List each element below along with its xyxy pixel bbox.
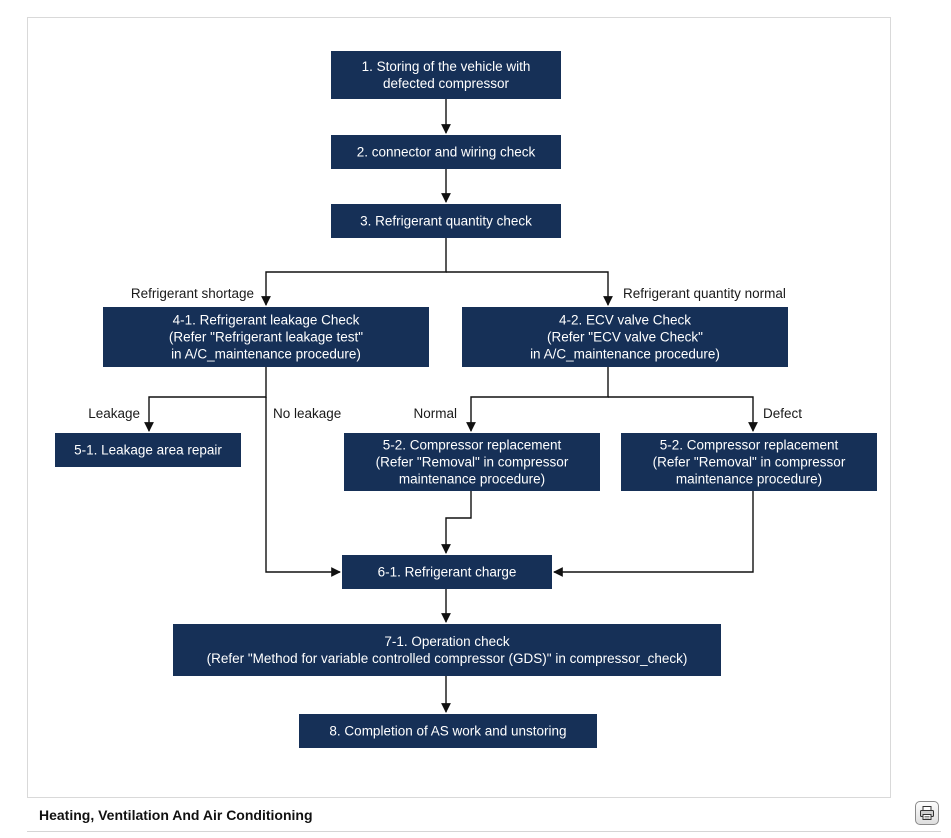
node-n52a: 5-2. Compressor replacement (Refer "Remov… xyxy=(344,433,600,491)
node-n2: 2. connector and wiring check xyxy=(331,135,561,169)
node-box xyxy=(331,204,561,238)
node-text: 4-2. ECV valve Check xyxy=(559,313,691,328)
node-text: maintenance procedure) xyxy=(676,472,822,487)
node-box xyxy=(342,555,552,589)
node-text: defected compressor xyxy=(383,76,510,91)
connector-arrow xyxy=(441,491,472,554)
node-box xyxy=(462,307,788,367)
node-n1: 1. Storing of the vehicle with defected c… xyxy=(331,51,561,99)
node-box xyxy=(103,307,429,367)
node-text: (Refer "ECV valve Check" xyxy=(547,330,703,345)
node-n8: 8. Completion of AS work and unstoring xyxy=(299,714,597,748)
node-text: (Refer "Refrigerant leakage test" xyxy=(169,330,363,345)
connector-arrow xyxy=(608,396,758,432)
edge-label-leakage: Leakage xyxy=(88,406,140,421)
node-text: (Refer "Removal" in compressor xyxy=(653,455,846,470)
node-box xyxy=(331,135,561,169)
node-text: (Refer "Removal" in compressor xyxy=(376,455,569,470)
node-text: maintenance procedure) xyxy=(399,472,545,487)
section-title: Heating, Ventilation And Air Conditionin… xyxy=(39,807,313,823)
node-text: 5-1. Leakage area repair xyxy=(74,443,222,458)
node-text: 4-1. Refrigerant leakage Check xyxy=(173,313,360,328)
node-text: (Refer "Method for variable controlled c… xyxy=(207,651,688,666)
node-text: 3. Refrigerant quantity check xyxy=(360,214,532,229)
node-n61: 6-1. Refrigerant charge xyxy=(342,555,552,589)
edge-labels: Refrigerant shortage Refrigerant quantity… xyxy=(88,286,802,421)
node-text: 2. connector and wiring check xyxy=(357,145,536,160)
node-box xyxy=(173,624,721,676)
node-n3: 3. Refrigerant quantity check xyxy=(331,204,561,238)
node-text: 1. Storing of the vehicle with xyxy=(362,59,531,74)
connector-arrow xyxy=(553,491,754,577)
node-text: 7-1. Operation check xyxy=(384,634,510,649)
node-text: 5-2. Compressor replacement xyxy=(660,438,839,453)
connector-arrow xyxy=(265,397,341,577)
node-n42: 4-2. ECV valve Check (Refer "ECV valve Ch… xyxy=(462,307,788,367)
connector-arrow xyxy=(144,367,267,432)
node-box xyxy=(344,433,600,491)
connector-arrow xyxy=(466,367,609,432)
node-text: 5-2. Compressor replacement xyxy=(383,438,562,453)
nodes: 1. Storing of the vehicle with defected c… xyxy=(55,51,877,748)
flowchart: 1. Storing of the vehicle with defected c… xyxy=(55,51,877,748)
node-n52b: 5-2. Compressor replacement (Refer "Remov… xyxy=(621,433,877,491)
node-n41: 4-1. Refrigerant leakage Check (Refer "Re… xyxy=(103,307,429,367)
node-box xyxy=(55,433,241,467)
node-box xyxy=(331,51,561,99)
node-text: 6-1. Refrigerant charge xyxy=(378,565,517,580)
edge-label-normal: Normal xyxy=(413,406,457,421)
footer-bar: Heating, Ventilation And Air Conditionin… xyxy=(27,797,941,832)
diagram-frame: 1. Storing of the vehicle with defected c… xyxy=(27,17,891,798)
edge-label-shortage: Refrigerant shortage xyxy=(131,286,254,301)
node-n71: 7-1. Operation check (Refer "Method for v… xyxy=(173,624,721,676)
edge-label-normal-qty: Refrigerant quantity normal xyxy=(623,286,786,301)
edge-label-no-leakage: No leakage xyxy=(273,406,341,421)
printer-icon xyxy=(920,806,934,820)
node-text: in A/C_maintenance procedure) xyxy=(171,347,361,362)
node-text: in A/C_maintenance procedure) xyxy=(530,347,720,362)
connectors xyxy=(144,99,758,713)
edge-label-defect: Defect xyxy=(763,406,802,421)
node-text: 8. Completion of AS work and unstoring xyxy=(329,724,566,739)
print-button[interactable] xyxy=(915,801,939,825)
node-box xyxy=(621,433,877,491)
connector-arrow xyxy=(446,271,613,306)
connector-arrow xyxy=(261,238,447,306)
node-n51: 5-1. Leakage area repair xyxy=(55,433,241,467)
node-box xyxy=(299,714,597,748)
